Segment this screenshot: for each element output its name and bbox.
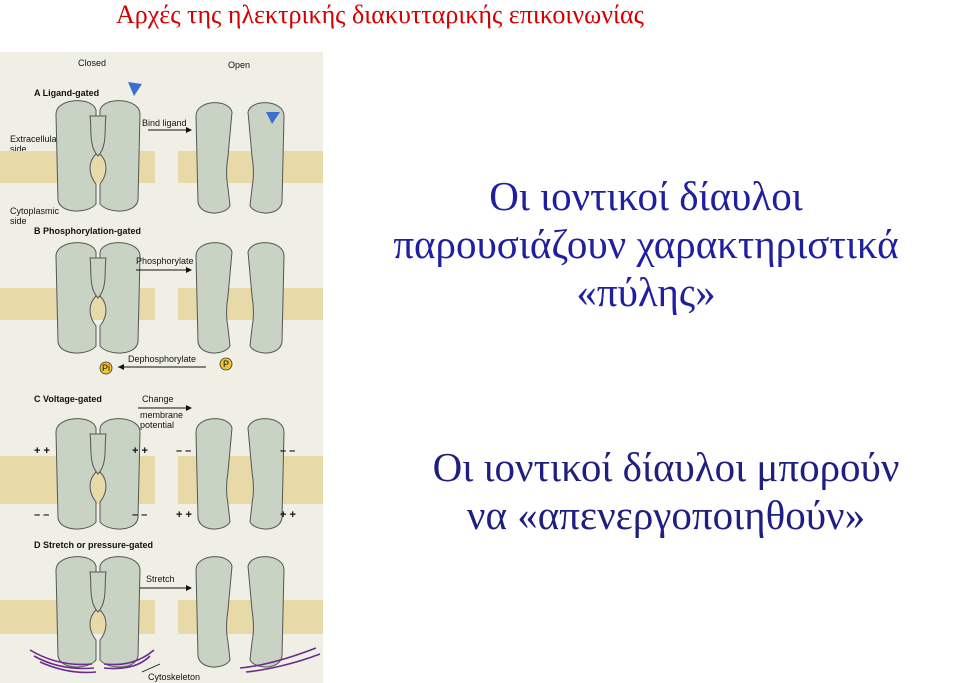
channel-c-closed <box>55 418 141 530</box>
p-label: P <box>223 359 229 369</box>
arrowhead-d <box>186 585 192 591</box>
bound-ligand-icon <box>266 112 280 124</box>
phosphorylate-label: Phosphorylate <box>136 256 194 266</box>
channel-d-closed <box>55 556 141 668</box>
sign-c1-bottom-right: – – <box>132 509 147 521</box>
stretch-label: Stretch <box>146 574 175 584</box>
extracellular-label-2: side <box>10 144 27 154</box>
sign-c2-top-right: – – <box>280 445 295 457</box>
panel-d-title: D Stretch or pressure-gated <box>34 540 153 550</box>
change-label-2: membrane <box>140 410 183 420</box>
arrowhead-b <box>186 267 192 273</box>
sign-c2-top-left: – – <box>176 445 191 457</box>
arrowhead-c <box>186 405 192 411</box>
phosphate-icon <box>219 357 233 371</box>
panel-c-title: C Voltage-gated <box>34 394 102 404</box>
change-label-1: Change <box>142 394 174 404</box>
inactivation-heading-line-1: Οι ιοντικοί δίαυλοι μπορούν <box>432 444 900 490</box>
inactivation-heading: Οι ιοντικοί δίαυλοι μπορούν να «απενεργο… <box>346 443 960 539</box>
panel-a-title: A Ligand-gated <box>34 88 99 98</box>
sign-c2-bottom-left: + + <box>176 509 192 521</box>
gating-heading-line-2: παρουσιάζουν χαρακτηριστικά <box>393 221 899 267</box>
sign-c1-top-left: + + <box>34 445 50 457</box>
channel-b-closed <box>55 242 141 354</box>
state-closed-label: Closed <box>78 58 106 68</box>
panel-b-title: B Phosphorylation-gated <box>34 226 141 236</box>
dephosphorylate-label: Dephosphorylate <box>128 354 196 364</box>
change-label-3: potential <box>140 420 174 430</box>
inactivation-heading-line-2: να «απενεργοποιηθούν» <box>466 492 866 538</box>
pi-label: Pi <box>102 363 110 373</box>
cytoplasmic-label-2: side <box>10 216 27 226</box>
extracellular-label-1: Extracellular <box>10 134 60 144</box>
arrowhead-b2 <box>118 364 124 370</box>
sign-c2-bottom-right: + + <box>280 509 296 521</box>
channel-a-closed <box>55 100 141 212</box>
gating-heading: Οι ιοντικοί δίαυλοι παρουσιάζουν χαρακτη… <box>332 172 960 316</box>
cytoskeleton-label: Cytoskeleton <box>148 672 200 682</box>
pi-icon <box>99 361 113 375</box>
gating-diagram: Closed Open A Ligand-gated Extracellular… <box>0 58 323 682</box>
state-open-label: Open <box>228 60 250 70</box>
bind-ligand-label: Bind ligand <box>142 118 187 128</box>
gating-heading-line-1: Οι ιοντικοί δίαυλοι <box>489 173 803 219</box>
ligand-icon <box>128 82 142 96</box>
sign-c1-bottom-left: – – <box>34 509 49 521</box>
cytoskeleton-fibers <box>29 647 321 674</box>
slide-title: Αρχές της ηλεκτρικής διακυτταρικής επικο… <box>116 0 644 29</box>
sign-c1-top-right: + + <box>132 445 148 457</box>
cytoplasmic-label-1: Cytoplasmic <box>10 206 60 216</box>
arrowhead-a <box>186 127 192 133</box>
cytoskeleton-pointer <box>141 663 161 673</box>
gating-heading-line-3: «πύλης» <box>576 269 716 315</box>
ion-channel-gating-figure: Closed Open A Ligand-gated Extracellular… <box>0 52 323 683</box>
